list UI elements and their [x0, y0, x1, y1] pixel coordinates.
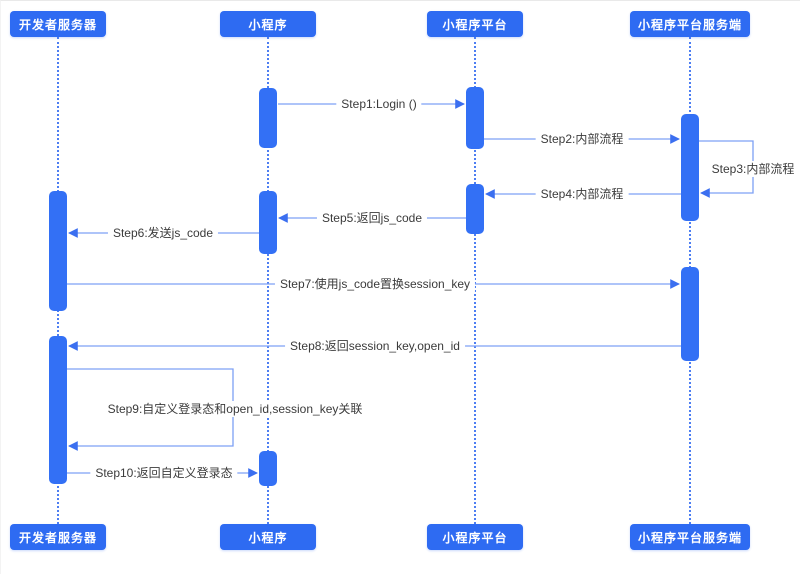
actor-bottom-mp-platform-server: 小程序平台服务端	[630, 524, 750, 550]
activation-mini-program-3	[259, 451, 277, 486]
message-label-step6: Step6:发送js_code	[107, 225, 219, 241]
actor-top-developer-server: 开发者服务器	[10, 11, 106, 37]
activation-developer-server-2	[49, 336, 67, 484]
lifeline-mini-program	[267, 37, 269, 524]
activation-mp-platform-2	[466, 184, 484, 234]
actor-top-mp-platform-server: 小程序平台服务端	[630, 11, 750, 37]
activation-mini-program-2	[259, 191, 277, 254]
actor-top-mini-program: 小程序	[220, 11, 316, 37]
activation-mp-platform-server-1	[681, 114, 699, 221]
message-label-step1: Step1:Login ()	[336, 96, 422, 112]
message-label-step2: Step2:内部流程	[535, 131, 629, 147]
actor-bottom-mp-platform: 小程序平台	[427, 524, 523, 550]
actor-bottom-mini-program: 小程序	[220, 524, 316, 550]
message-label-step7: Step7:使用js_code置换session_key	[274, 276, 476, 292]
activation-mp-platform-1	[466, 87, 484, 149]
message-label-step5: Step5:返回js_code	[316, 210, 428, 226]
message-label-step8: Step8:返回session_key,open_id	[285, 338, 465, 354]
message-label-step3: Step3:内部流程	[706, 161, 800, 177]
activation-mp-platform-server-2	[681, 267, 699, 361]
actor-bottom-developer-server: 开发者服务器	[10, 524, 106, 550]
actor-top-mp-platform: 小程序平台	[427, 11, 523, 37]
activation-mini-program-1	[259, 88, 277, 148]
message-label-step4: Step4:内部流程	[535, 186, 629, 202]
message-label-step9: Step9:自定义登录态和open_id,session_key关联	[102, 401, 368, 417]
activation-developer-server-1	[49, 191, 67, 311]
message-label-step10: Step10:返回自定义登录态	[90, 465, 238, 481]
